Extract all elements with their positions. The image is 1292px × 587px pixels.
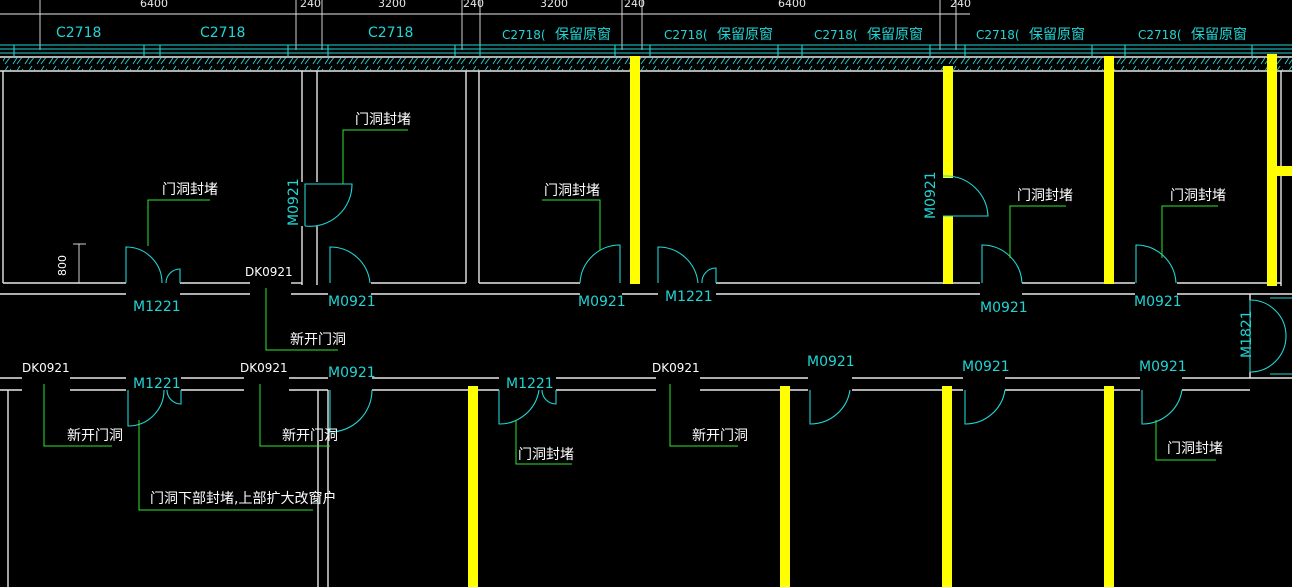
leader-lines	[43, 129, 1218, 511]
opening-label-dk0921: DK0921	[652, 361, 700, 375]
note-seal-opening: 门洞封堵	[544, 183, 600, 199]
door-label-m1221: M1221	[506, 376, 554, 392]
door-label-m0921: M0921	[962, 359, 1010, 375]
window-keep-label: 保留原窗	[1191, 26, 1247, 43]
note-seal-lower-enlarge-window: 门洞下部封堵,上部扩大改窗户	[150, 490, 336, 507]
opening-label-dk0921: DK0921	[240, 361, 288, 375]
door-label-m0921: M0921	[807, 354, 855, 370]
note-seal-opening: 门洞封堵	[355, 112, 411, 128]
door-label-m0921-vertical: M0921	[923, 171, 939, 219]
note-seal-opening: 门洞封堵	[162, 182, 218, 198]
dim-240-3: 240	[624, 0, 645, 10]
door-label-m1221: M1221	[133, 299, 181, 315]
door-label-m0921: M0921	[328, 365, 376, 381]
door-label-m0921: M0921	[980, 300, 1028, 316]
window-keep-label: 保留原窗	[555, 26, 611, 43]
window-keep-label: 保留原窗	[717, 26, 773, 43]
door-label-m1821-vertical: M1821	[1239, 310, 1255, 358]
dimension-800: 800	[56, 255, 69, 276]
window-label: C2718	[200, 25, 245, 41]
note-seal-opening: 门洞封堵	[1167, 441, 1223, 457]
dim-3200-2: 3200	[540, 0, 568, 10]
window-label: C2718(	[814, 28, 858, 42]
door-label-m0921: M0921	[1134, 294, 1182, 310]
walls	[0, 71, 1292, 587]
new-walls	[468, 54, 1292, 587]
door-label-m1221: M1221	[665, 289, 713, 305]
door-label-m0921: M0921	[328, 294, 376, 310]
door-label-m0921: M0921	[578, 294, 626, 310]
window-band	[0, 44, 1292, 72]
dimension-line	[0, 0, 970, 50]
dim-6400-1: 6400	[140, 0, 168, 10]
dim-3200-1: 3200	[378, 0, 406, 10]
opening-label-dk0921: DK0921	[245, 265, 293, 279]
window-label: C2718(	[502, 28, 546, 42]
note-new-opening: 新开门洞	[67, 428, 123, 444]
window-label: C2718	[56, 25, 101, 41]
window-keep-label: 保留原窗	[1029, 26, 1085, 43]
door-label-m0921-vertical: M0921	[286, 178, 302, 226]
window-label: C2718(	[664, 28, 708, 42]
dim-240-4: 240	[950, 0, 971, 10]
note-seal-opening: 门洞封堵	[1170, 188, 1226, 204]
note-new-opening: 新开门洞	[282, 428, 338, 444]
window-keep-label: 保留原窗	[867, 26, 923, 43]
note-new-opening: 新开门洞	[290, 332, 346, 348]
door-label-m0921: M0921	[1139, 359, 1187, 375]
dim-240-2: 240	[463, 0, 484, 10]
opening-label-dk0921: DK0921	[22, 361, 70, 375]
window-label: C2718	[368, 25, 413, 41]
note-new-opening: 新开门洞	[692, 428, 748, 444]
dim-240-1: 240	[300, 0, 321, 10]
note-seal-opening: 门洞封堵	[518, 447, 574, 463]
window-label: C2718(	[1138, 28, 1182, 42]
dim-6400-2: 6400	[778, 0, 806, 10]
door-label-m1221: M1221	[133, 376, 181, 392]
window-label: C2718(	[976, 28, 1020, 42]
note-seal-opening: 门洞封堵	[1017, 188, 1073, 204]
